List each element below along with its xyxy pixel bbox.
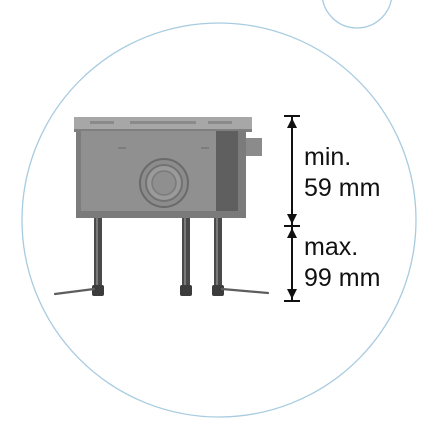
arrowhead-max-bottom	[287, 289, 297, 299]
box-lid-slot-right	[208, 121, 232, 124]
dimension-label-max-line1: max.	[304, 233, 359, 261]
foot-bracket-right	[220, 287, 270, 295]
leg-left-highlight	[96, 210, 98, 295]
box-body-bottom-edge	[76, 211, 246, 218]
leg-middle-highlight	[184, 210, 186, 295]
box-lid-slot-left	[90, 121, 114, 124]
box-lid-shadow	[74, 129, 252, 132]
corner-circle	[322, 0, 392, 29]
cable-knockout-inner	[151, 170, 177, 196]
box-body-left-edge	[76, 131, 81, 218]
dimension-label-max-line2: 99 mm	[304, 264, 381, 292]
box-side-tab	[246, 138, 262, 156]
box-mark-left	[118, 147, 126, 149]
leg-middle-foot	[180, 285, 192, 296]
dimension-label-min: min. 59 mm	[304, 142, 380, 204]
dimension-label-min-line1: min.	[304, 143, 352, 171]
dimension-arrowheads	[287, 118, 297, 299]
arrowhead-max-top	[287, 228, 297, 238]
foot-bracket-left	[53, 287, 96, 296]
leg-left-foot	[92, 285, 104, 296]
mounting-legs	[53, 210, 270, 296]
dimension-label-min-line2: 59 mm	[304, 174, 381, 202]
floor-box	[74, 117, 262, 218]
leg-right-foot	[212, 285, 224, 296]
frame-circle	[21, 22, 417, 418]
dimension-lines	[284, 115, 300, 302]
arrowhead-min-top	[287, 118, 297, 128]
box-lid-slot-middle	[130, 121, 196, 124]
arrowhead-min-bottom	[287, 214, 297, 224]
leg-right-highlight	[216, 210, 218, 295]
box-body-right-edge	[238, 131, 246, 218]
box-mark-right	[201, 147, 209, 149]
dimension-label-max: max. 99 mm	[304, 232, 380, 294]
